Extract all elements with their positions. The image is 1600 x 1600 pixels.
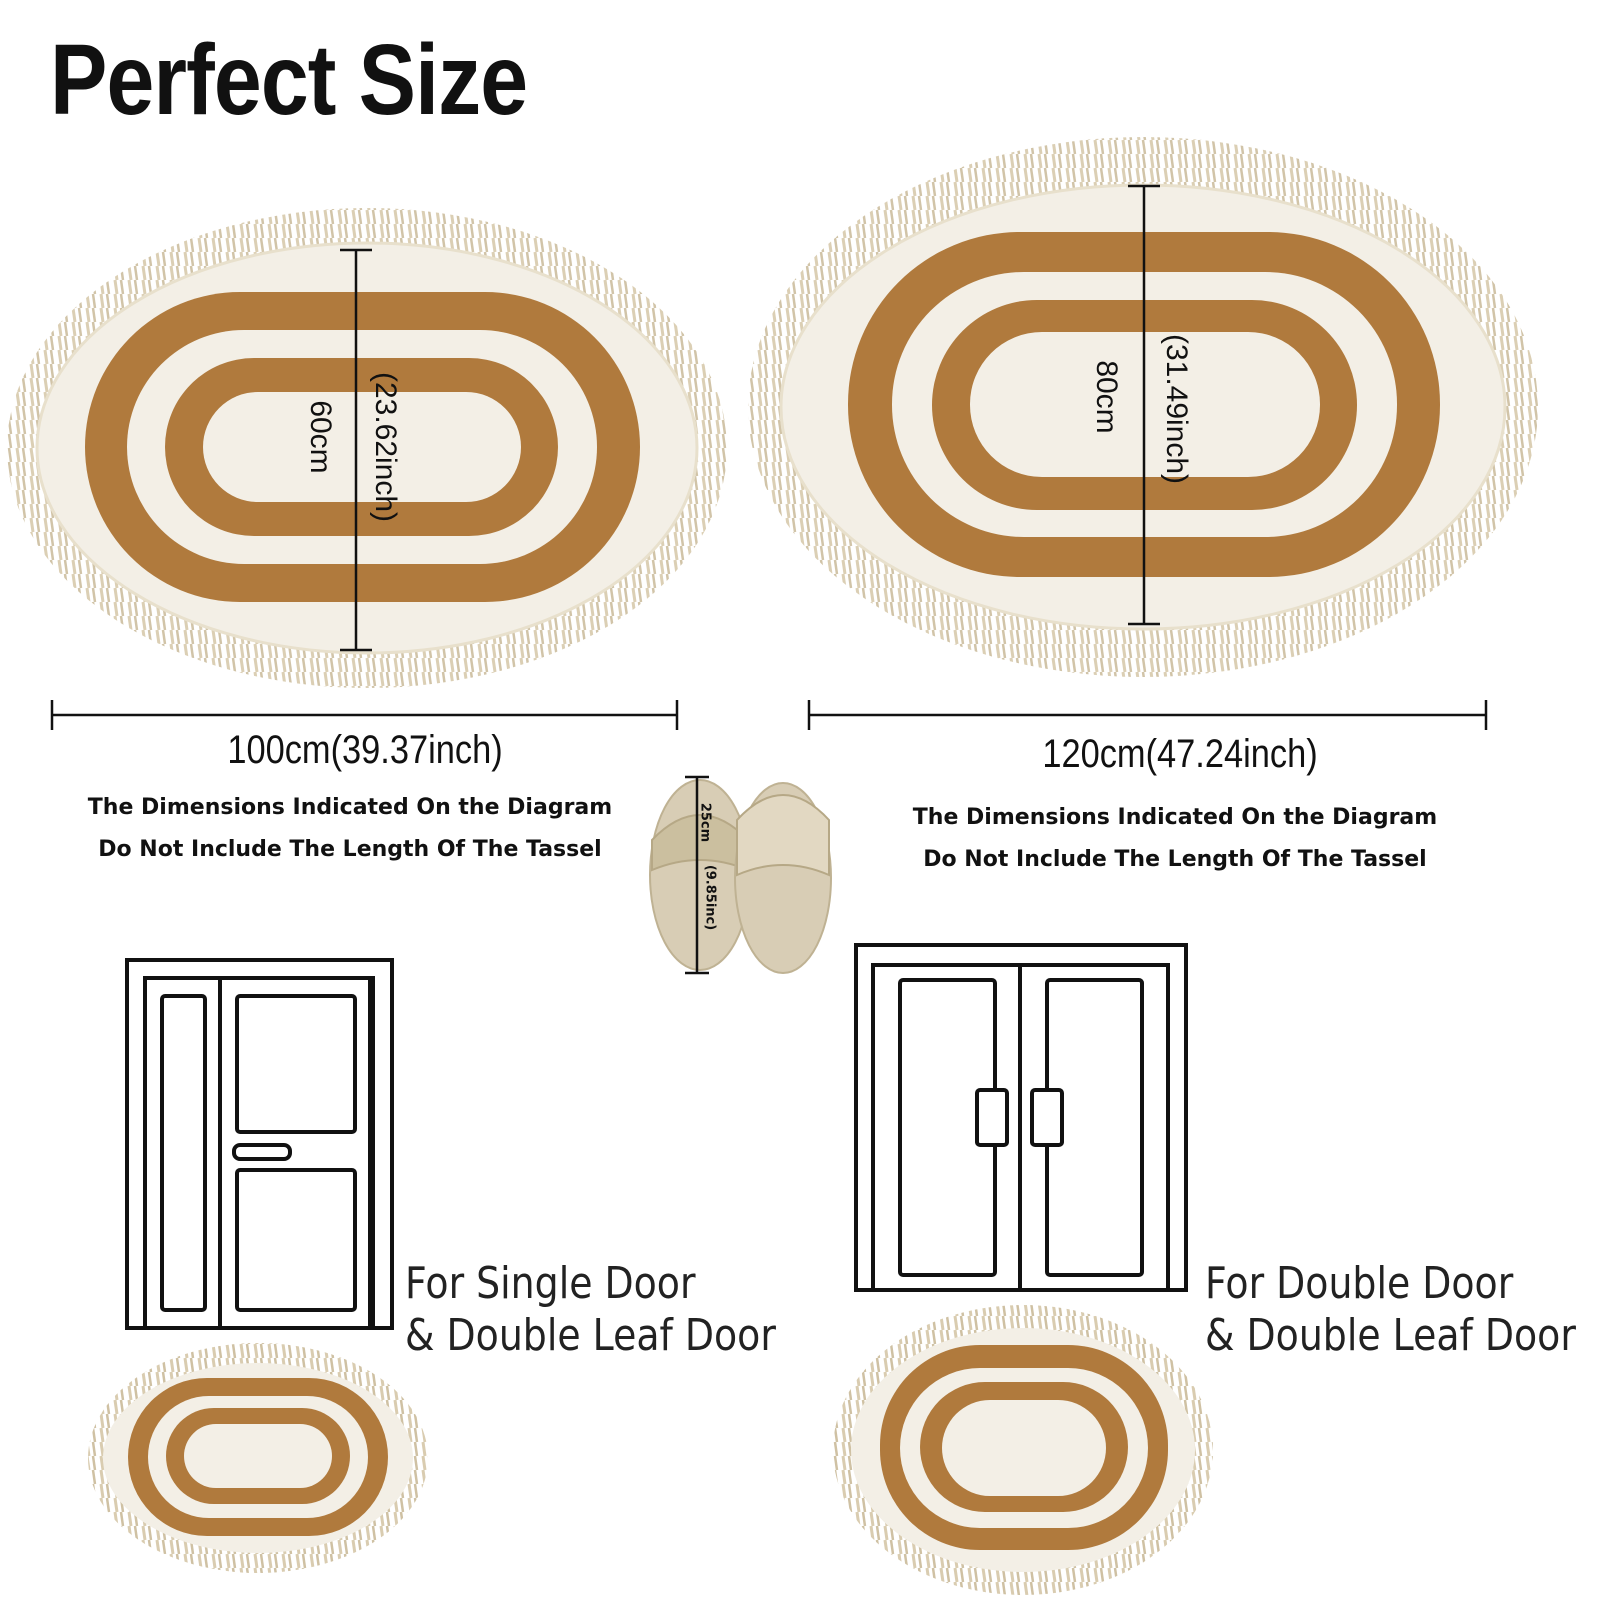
rug-small	[7, 208, 727, 688]
rug-small-width-line	[50, 700, 679, 730]
rug-small-note-line1: The Dimensions Indicated On the Diagram	[87, 795, 613, 820]
slipper-length-inch: (9.85inc)	[702, 864, 718, 931]
rug-large-height-cm: 80cm	[1090, 360, 1123, 434]
rug-small-width-label: 100cm(39.37inch)	[227, 728, 503, 772]
single-door-label: For Single Door & Double Leaf Door	[405, 1258, 776, 1362]
rug-large-width-label: 120cm(47.24inch)	[1042, 732, 1318, 776]
single-door-label-line2: & Double Leaf Door	[405, 1310, 776, 1361]
single-door-icon	[125, 958, 394, 1330]
rug-large-note-line1: The Dimensions Indicated On the Diagram	[912, 805, 1438, 830]
rug-small-height-inch: (23.62inch)	[369, 371, 402, 523]
rug-small-note: The Dimensions Indicated On the Diagram …	[60, 787, 640, 871]
slippers	[649, 775, 832, 975]
rug-small-height-cm: 60cm	[304, 400, 337, 474]
rug-large-width-line	[807, 700, 1488, 730]
page-title: Perfect Size	[50, 24, 528, 136]
rug-large-height-inch: (31.49inch)	[1160, 333, 1193, 485]
double-door-label-line2: & Double Leaf Door	[1205, 1310, 1576, 1361]
rug-large-note: The Dimensions Indicated On the Diagram …	[885, 797, 1465, 881]
double-door-label: For Double Door & Double Leaf Door	[1205, 1258, 1576, 1362]
rug-large-mini	[833, 1305, 1213, 1595]
single-door-label-line1: For Single Door	[405, 1258, 696, 1309]
rug-small-mini	[88, 1343, 428, 1573]
rug-large	[748, 137, 1538, 677]
rug-small-note-line2: Do Not Include The Length Of The Tassel	[98, 837, 602, 862]
double-door-label-line1: For Double Door	[1205, 1258, 1514, 1309]
double-door-icon	[854, 943, 1188, 1292]
slipper-length-cm: 25cm	[697, 802, 713, 843]
rug-large-note-line2: Do Not Include The Length Of The Tassel	[923, 847, 1427, 872]
